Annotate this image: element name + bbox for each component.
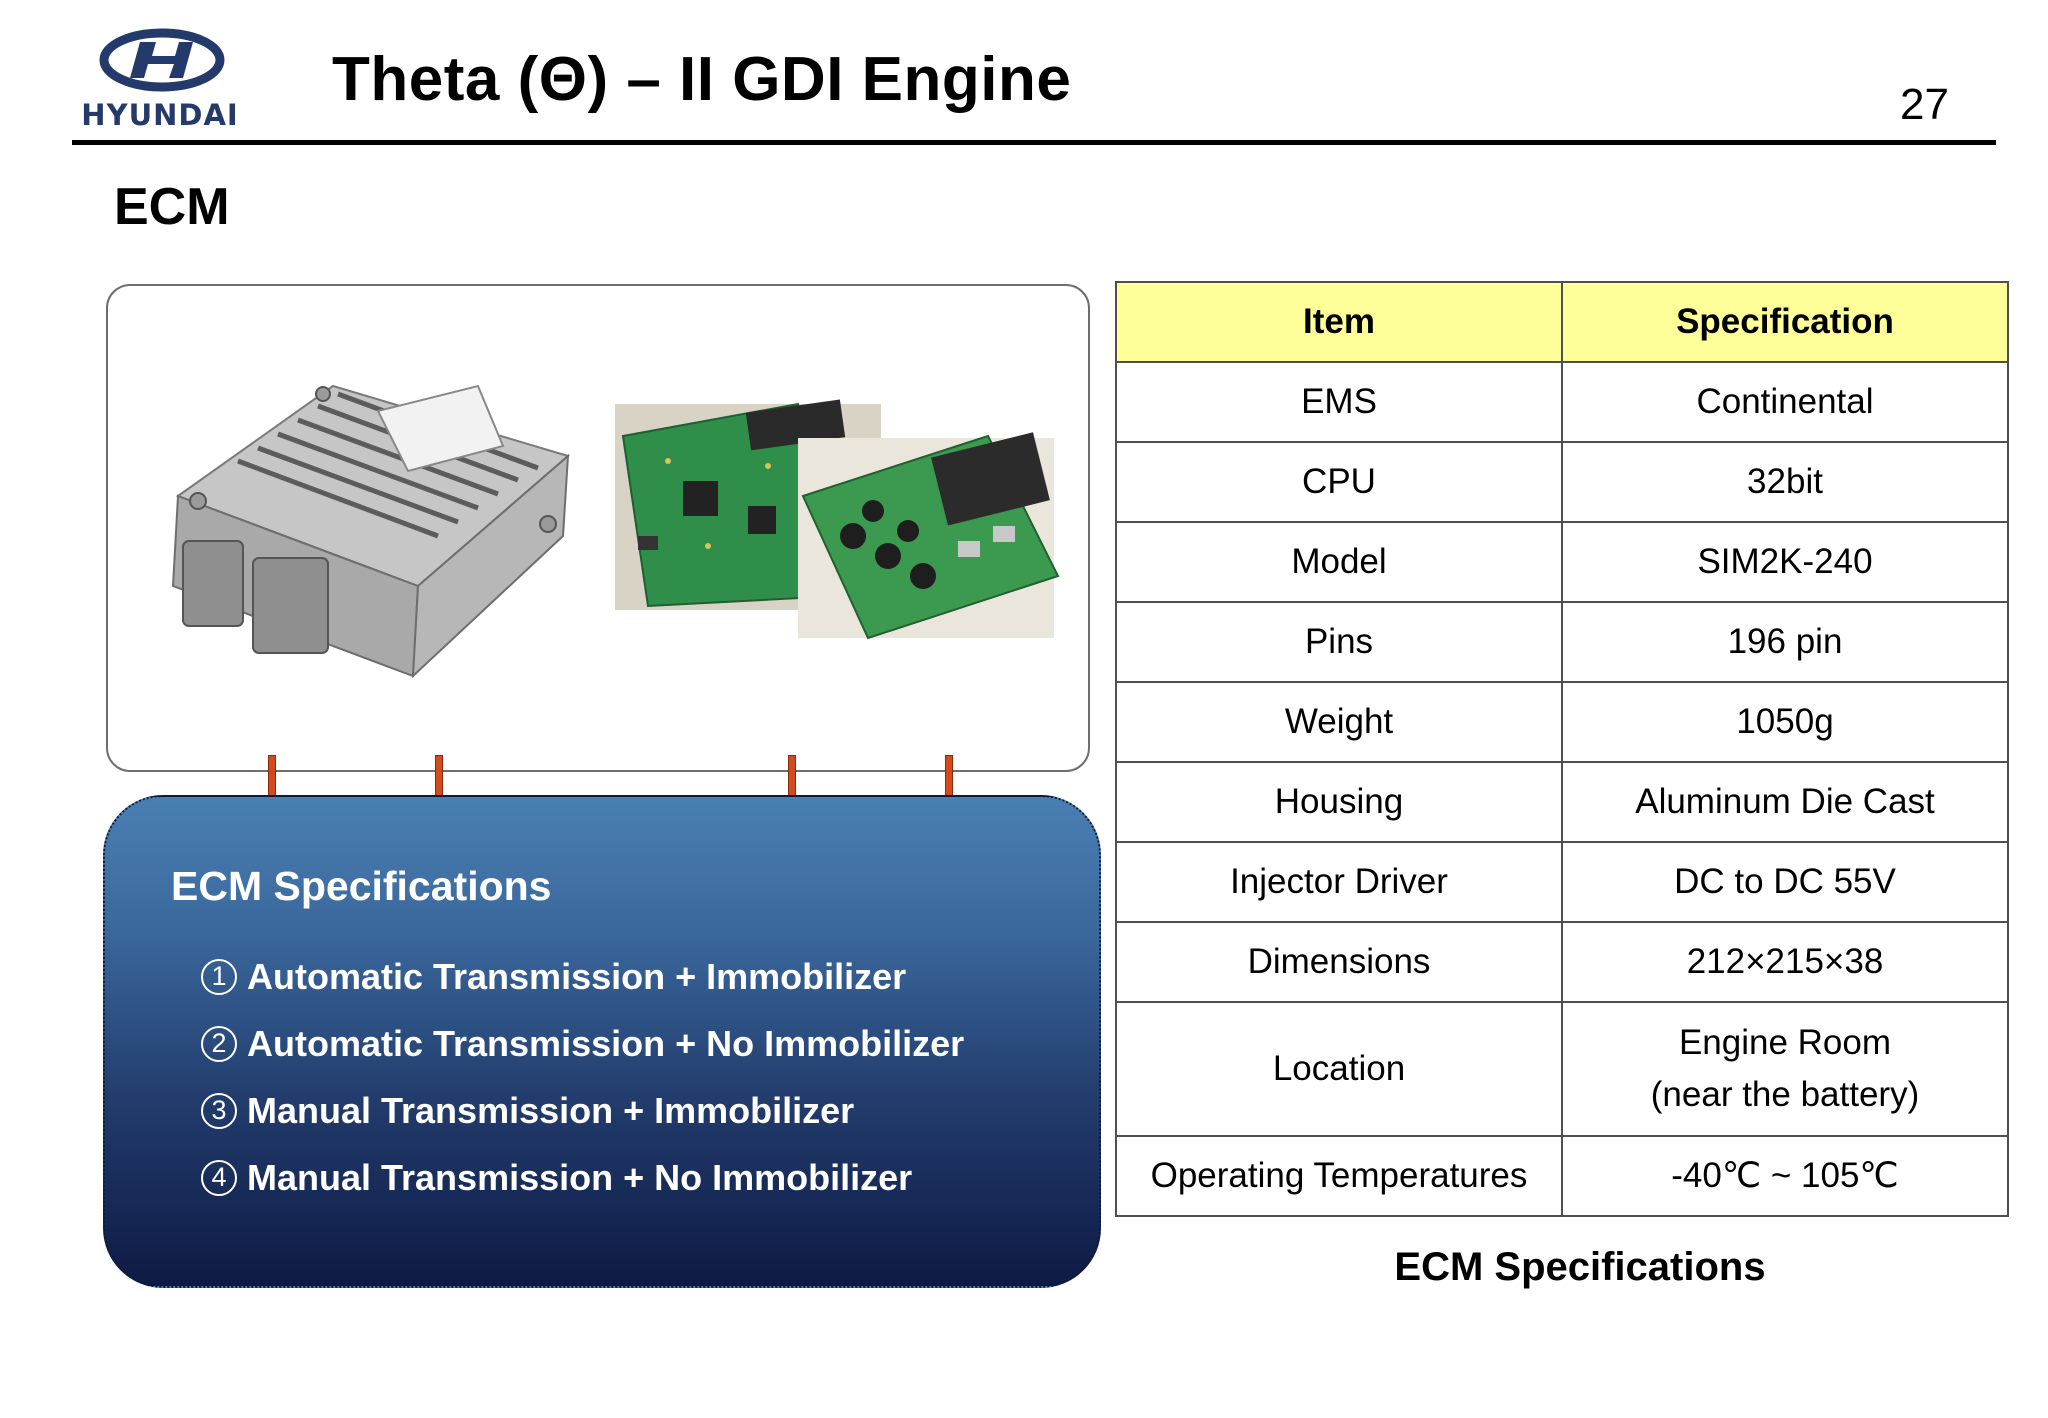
table-cell-item: CPU	[1115, 441, 1563, 523]
table-row: Location Engine Room (near the battery)	[1115, 1001, 2009, 1137]
spec-box-title: ECM Specifications	[171, 863, 552, 909]
table-cell-item: Injector Driver	[1115, 841, 1563, 923]
list-item: 3 Manual Transmission + Immobilizer	[201, 1077, 964, 1144]
number-badge: 2	[201, 1025, 237, 1062]
page-title: Theta (Θ) – II GDI Engine	[332, 45, 1072, 114]
number-badge: 4	[201, 1159, 237, 1196]
table-cell-item: EMS	[1115, 361, 1563, 443]
table-cell-item: Dimensions	[1115, 921, 1563, 1003]
spec-table: Item Specification EMS Continental CPU 3…	[1115, 281, 2009, 1217]
section-title: ECM	[114, 178, 230, 236]
list-item-text: Manual Transmission + Immobilizer	[247, 1089, 855, 1131]
table-row: EMS Continental	[1115, 361, 2009, 443]
table-header-row: Item Specification	[1115, 281, 2009, 363]
ecm-spec-box: ECM Specifications 1 Automatic Transmiss…	[103, 795, 1101, 1288]
list-item-text: Automatic Transmission + Immobilizer	[247, 955, 907, 997]
header-rule	[72, 140, 1996, 145]
table-cell-spec: SIM2K-240	[1561, 521, 2009, 603]
table-cell-item: Location	[1115, 1001, 1563, 1137]
table-cell-spec: Engine Room (near the battery)	[1561, 1001, 2009, 1137]
ecm-photo-frame	[106, 284, 1090, 772]
number-badge: 1	[201, 958, 237, 995]
table-cell-spec: Continental	[1561, 361, 2009, 443]
list-item: 2 Automatic Transmission + No Immobilize…	[201, 1010, 964, 1077]
spec-line: Engine Room	[1678, 1023, 1892, 1062]
table-cell-item: Pins	[1115, 601, 1563, 683]
table-row: Pins 196 pin	[1115, 601, 2009, 683]
table-cell-item: Operating Temperatures	[1115, 1135, 1563, 1217]
table-cell-spec: DC to DC 55V	[1561, 841, 2009, 923]
table-cell-item: Weight	[1115, 681, 1563, 763]
page-number: 27	[1900, 80, 1949, 129]
spec-list: 1 Automatic Transmission + Immobilizer 2…	[201, 943, 964, 1211]
table-cell-spec: 196 pin	[1561, 601, 2009, 683]
table-cell-spec: -40℃ ~ 105℃	[1561, 1135, 2009, 1217]
list-item: 4 Manual Transmission + No Immobilizer	[201, 1144, 964, 1211]
spec-line: (near the battery)	[1650, 1075, 1920, 1114]
table-cell-item: Housing	[1115, 761, 1563, 843]
table-caption: ECM Specifications	[1394, 1245, 1766, 1289]
table-row: CPU 32bit	[1115, 441, 2009, 523]
list-item: 1 Automatic Transmission + Immobilizer	[201, 943, 964, 1010]
number-badge: 3	[201, 1092, 237, 1129]
table-row: Dimensions 212×215×38	[1115, 921, 2009, 1003]
table-cell-spec: 32bit	[1561, 441, 2009, 523]
column-header-specification: Specification	[1561, 281, 2009, 363]
hyundai-logo: HYUNDAI	[70, 28, 250, 132]
table-cell-spec: 1050g	[1561, 681, 2009, 763]
circuit-board-photos	[615, 399, 1060, 640]
ecm-housing-photo	[171, 384, 571, 679]
table-row: Weight 1050g	[1115, 681, 2009, 763]
logo-wordmark: HYUNDAI	[81, 98, 239, 132]
table-cell-item: Model	[1115, 521, 1563, 603]
table-row: Operating Temperatures -40℃ ~ 105℃	[1115, 1135, 2009, 1217]
table-row: Model SIM2K-240	[1115, 521, 2009, 603]
list-item-text: Manual Transmission + No Immobilizer	[247, 1156, 913, 1198]
table-row: Injector Driver DC to DC 55V	[1115, 841, 2009, 923]
table-cell-spec: 212×215×38	[1561, 921, 2009, 1003]
list-item-text: Automatic Transmission + No Immobilizer	[247, 1022, 965, 1064]
table-row: Housing Aluminum Die Cast	[1115, 761, 2009, 843]
column-header-item: Item	[1115, 281, 1563, 363]
table-cell-spec: Aluminum Die Cast	[1561, 761, 2009, 843]
